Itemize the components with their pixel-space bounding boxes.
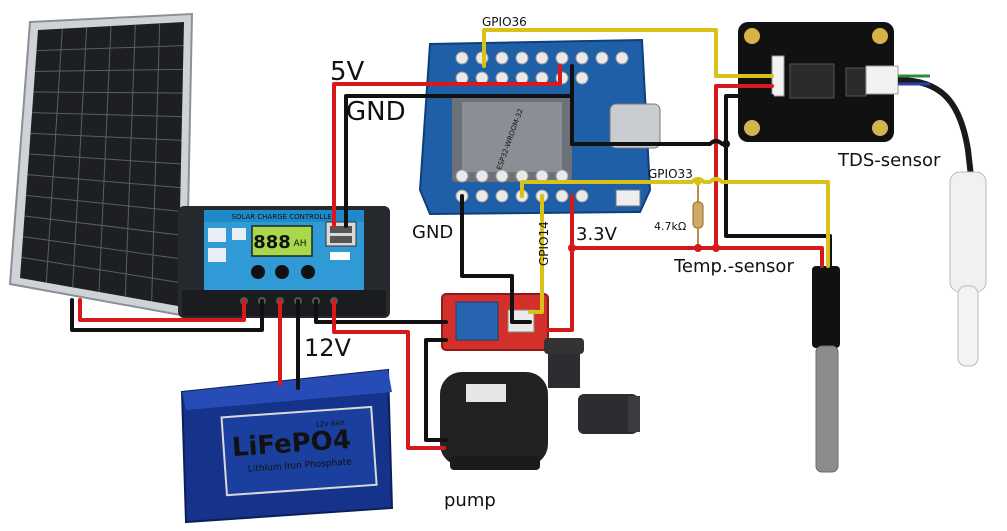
lcd-digits: 888 xyxy=(253,232,291,253)
wire-gpio36 xyxy=(482,28,774,78)
wire-relay-pump xyxy=(424,338,448,442)
wire-3v3-relay xyxy=(546,246,574,332)
solar-panel xyxy=(8,12,194,318)
wire-5v xyxy=(332,64,562,228)
relay-module xyxy=(441,293,549,351)
wire-gnd-relay xyxy=(460,194,532,324)
tds-probe xyxy=(897,74,987,367)
label-pump: pump xyxy=(444,490,496,511)
wire-gpio33 xyxy=(520,177,830,268)
label-resistor: 4.7kΩ xyxy=(654,220,686,233)
wires xyxy=(70,28,832,450)
wire-solar-pos xyxy=(78,298,246,322)
pullup-resistor xyxy=(692,182,704,248)
wire-load-pos xyxy=(332,299,446,450)
label-5v: 5V xyxy=(330,57,365,87)
label-gpio36: GPIO36 xyxy=(482,15,527,29)
temp-sensor-probe xyxy=(812,266,840,473)
wire-tds-vcc xyxy=(714,84,774,250)
wire-gnd-top xyxy=(344,64,574,228)
battery: LiFePO4 Lithium Iron Phosphate 12V 6Ah xyxy=(180,368,394,524)
esp32-board: ESP32-WROOM-32 xyxy=(418,38,661,216)
wire-gnd-cross xyxy=(570,139,728,146)
lcd-unit: AH xyxy=(294,239,307,249)
wire-load-neg xyxy=(314,299,448,324)
tds-brand: DFRobot xyxy=(799,120,842,131)
label-gnd-top: GND xyxy=(346,97,406,127)
label-tds-sensor: TDS-sensor xyxy=(837,150,941,171)
battery-tag: 12V 6Ah xyxy=(315,419,345,429)
water-pump xyxy=(440,338,640,470)
tds-sensor-board: DFRobot xyxy=(738,22,899,142)
wire-solar-neg xyxy=(70,298,264,332)
label-gnd-mid: GND xyxy=(412,222,453,243)
charge-controller: SOLAR CHARGE CONTROLLER 888 AH xyxy=(178,206,390,318)
label-3v3: 3.3V xyxy=(576,224,618,245)
wire-gpio14 xyxy=(528,194,544,314)
label-gpio14: GPIO14 xyxy=(537,221,551,266)
label-temp-sensor: Temp.-sensor xyxy=(673,256,794,277)
label-12v: 12V xyxy=(304,334,352,362)
label-gpio33: GPIO33 xyxy=(648,167,693,181)
controller-header: SOLAR CHARGE CONTROLLER xyxy=(231,213,336,221)
